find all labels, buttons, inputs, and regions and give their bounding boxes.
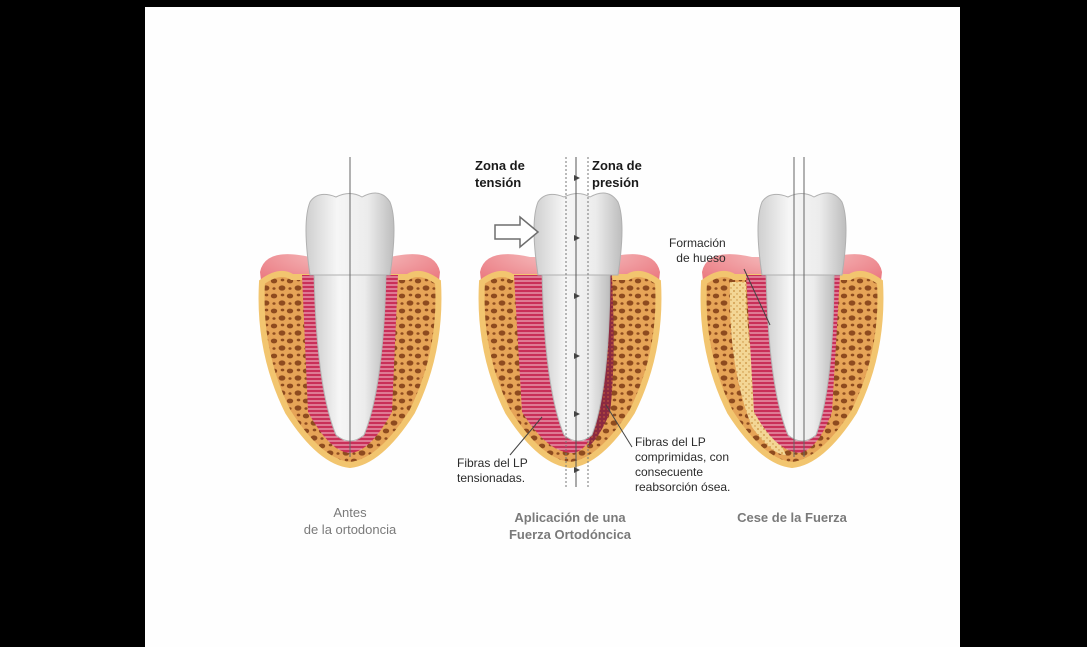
tooth-force bbox=[480, 157, 660, 487]
tooth-movement-diagram bbox=[145, 7, 960, 647]
zona-tension-label: Zona de tensión bbox=[475, 157, 525, 191]
fibras-tensionadas-label: Fibras del LP tensionadas. bbox=[457, 456, 528, 486]
tooth-after bbox=[702, 157, 882, 465]
caption-antes: Antes de la ortodoncia bbox=[275, 504, 425, 538]
slide: Zona de tensión Zona de presión Formació… bbox=[145, 7, 960, 647]
formacion-hueso-label: Formación de hueso bbox=[669, 236, 726, 266]
force-arrow-icon bbox=[495, 217, 538, 247]
fibras-comprimidas-label: Fibras del LP comprimidas, con consecuen… bbox=[635, 435, 730, 495]
zona-presion-label: Zona de presión bbox=[592, 157, 642, 191]
tooth-before bbox=[260, 157, 440, 465]
caption-aplicacion: Aplicación de una Fuerza Ortodóncica bbox=[495, 509, 645, 543]
caption-cese: Cese de la Fuerza bbox=[717, 509, 867, 526]
